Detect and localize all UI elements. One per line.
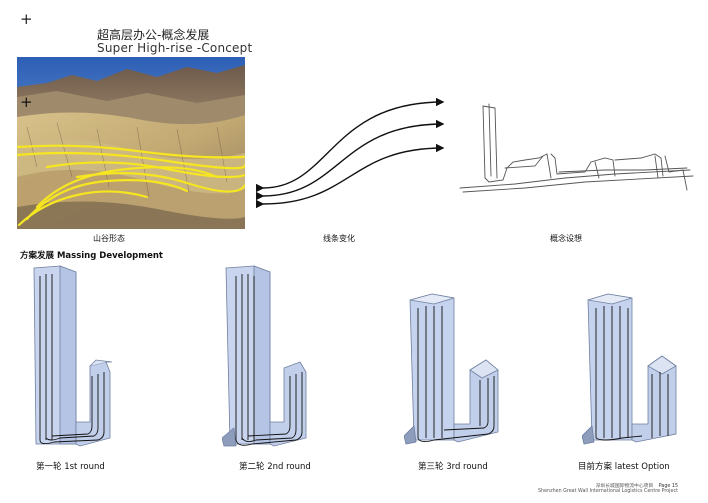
caption-valley-form: 山谷形态 xyxy=(93,234,125,243)
footer-project-name: 深圳长城国际物流中心项目 xyxy=(595,484,654,489)
massing-model-round-1 xyxy=(30,262,130,450)
massing-model-latest xyxy=(582,290,682,450)
valley-photo xyxy=(17,57,245,229)
plus-mark: + xyxy=(20,10,33,28)
line-transformation-arrows xyxy=(255,92,455,217)
footer-project-english: Shenzhen Great Wall International Logist… xyxy=(538,489,678,494)
round-label-2: 第二轮 2nd round xyxy=(239,462,311,472)
caption-concept-idea: 概念设想 xyxy=(550,234,582,243)
round-label-latest: 目前方案 latest Option xyxy=(578,462,670,472)
page-title-chinese: 超高层办公-概念发展 xyxy=(97,28,210,42)
massing-model-round-2 xyxy=(222,262,322,450)
round-label-1: 第一轮 1st round xyxy=(36,462,105,472)
page-number: Page 15 xyxy=(658,484,678,489)
page-title-english: Super High-rise -Concept xyxy=(97,41,253,55)
concept-sketch xyxy=(455,98,695,198)
footer-project-chinese: 深圳长城国际物流中心项目 Page 15 xyxy=(596,482,678,489)
round-label-3: 第三轮 3rd round xyxy=(418,462,488,472)
massing-section-title: 方案发展 Massing Development xyxy=(20,251,163,261)
caption-line-change: 线条变化 xyxy=(323,234,355,243)
massing-model-round-3 xyxy=(404,290,504,450)
photo-plus-mark: + xyxy=(20,93,33,111)
